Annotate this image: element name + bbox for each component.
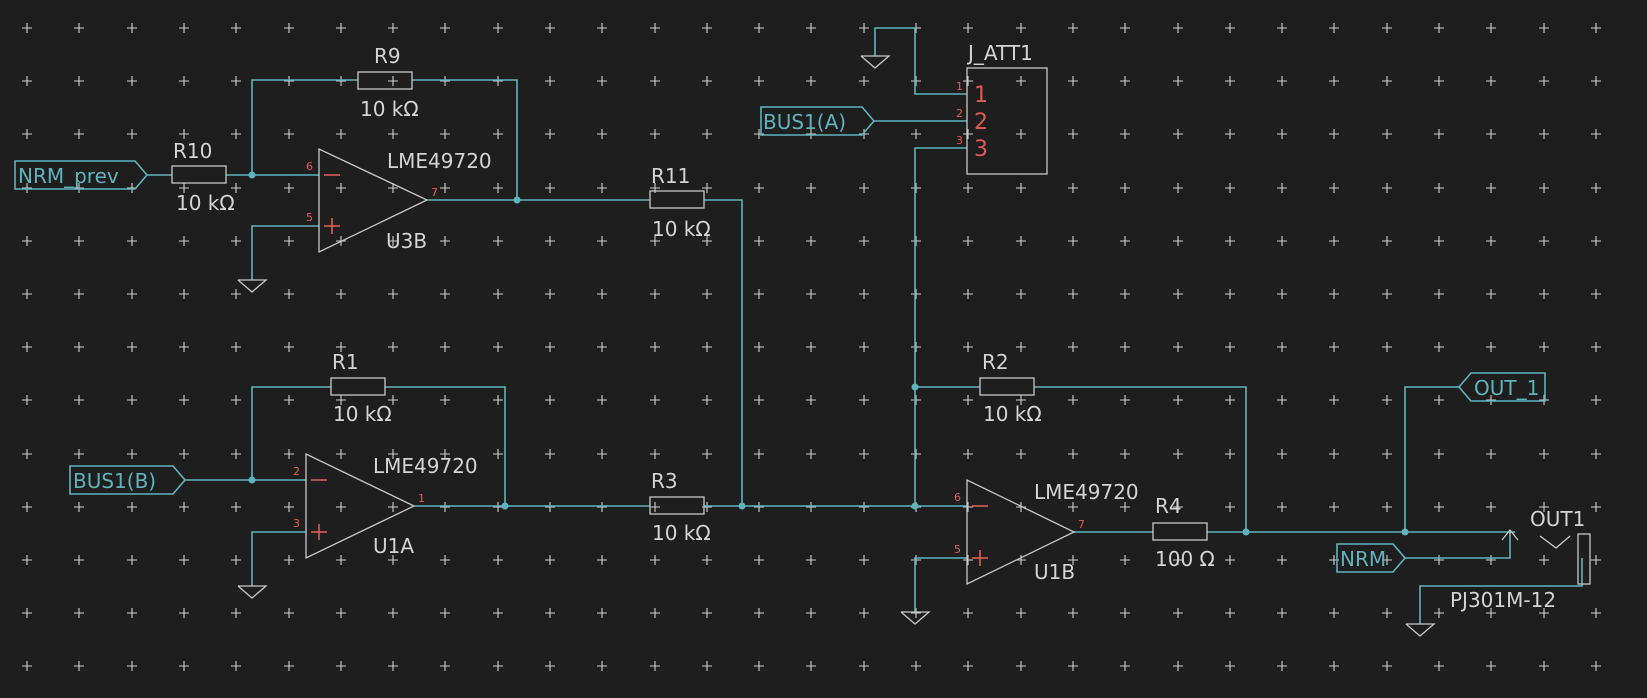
pin-number: 7 bbox=[431, 186, 438, 199]
ground-icon bbox=[237, 585, 268, 599]
junction bbox=[1401, 528, 1409, 536]
pin-name: 2 bbox=[974, 110, 988, 135]
pin-number: 1 bbox=[956, 80, 963, 93]
connector-j-att1[interactable]: J_ATT1 1 2 3 1 2 3 bbox=[956, 41, 1048, 175]
pin-number: 3 bbox=[293, 517, 300, 530]
resistor-value: 10 kΩ bbox=[652, 217, 711, 241]
jack-tip bbox=[1539, 535, 1571, 549]
svg-text:NRM_prev: NRM_prev bbox=[18, 164, 119, 188]
ground-icon bbox=[1405, 623, 1436, 637]
opamp-u3b[interactable]: 6 5 7 LME49720 U3B bbox=[306, 147, 492, 254]
resistor-value: 100 Ω bbox=[1155, 547, 1215, 571]
net-label-nrm-prev[interactable]: NRM_prev bbox=[14, 160, 149, 190]
pin-name: 3 bbox=[974, 137, 988, 162]
pin-number: 5 bbox=[954, 543, 961, 556]
resistor-value: 10 kΩ bbox=[983, 402, 1042, 426]
svg-text:BUS1(A): BUS1(A) bbox=[763, 110, 846, 134]
resistor-r4[interactable]: R4 100 Ω bbox=[1152, 494, 1215, 571]
resistor-r11[interactable]: R11 10 kΩ bbox=[649, 164, 711, 241]
jack-ref: OUT1 bbox=[1530, 507, 1585, 531]
pin-number: 6 bbox=[306, 160, 313, 173]
resistor-ref: R1 bbox=[332, 350, 359, 374]
junction bbox=[501, 502, 509, 510]
opamp-u1a[interactable]: 2 3 1 LME49720 U1A bbox=[293, 452, 478, 560]
junction bbox=[911, 383, 919, 391]
net-labels: NRM_prev BUS1(B) BUS1(A) OUT_1 NRM bbox=[14, 106, 1546, 573]
resistor-value: 10 kΩ bbox=[360, 97, 419, 121]
pin-number: 2 bbox=[293, 465, 300, 478]
connector-ref: J_ATT1 bbox=[966, 41, 1033, 65]
resistor-ref: R3 bbox=[651, 469, 678, 493]
resistor-ref: R11 bbox=[651, 164, 690, 188]
resistor-value: 10 kΩ bbox=[176, 191, 235, 215]
pin-number: 2 bbox=[956, 107, 963, 120]
resistor-r10[interactable]: R10 10 kΩ bbox=[171, 139, 235, 215]
net-label-nrm[interactable]: NRM bbox=[1336, 543, 1407, 573]
junction bbox=[513, 196, 521, 204]
resistor-value: 10 kΩ bbox=[652, 521, 711, 545]
grid-crosses bbox=[22, 23, 1601, 671]
svg-text:BUS1(B): BUS1(B) bbox=[73, 469, 156, 493]
ground-icon bbox=[237, 279, 268, 293]
svg-text:NRM: NRM bbox=[1340, 547, 1386, 571]
pin-number: 1 bbox=[418, 492, 425, 505]
resistor-ref: R2 bbox=[982, 350, 1009, 374]
resistor-r3[interactable]: R3 10 kΩ bbox=[649, 469, 711, 545]
opamp-u1b[interactable]: 6 5 7 LME49720 U1B bbox=[954, 478, 1139, 586]
pin-number: 5 bbox=[306, 211, 313, 224]
resistor-value: 10 kΩ bbox=[333, 402, 392, 426]
junction bbox=[248, 476, 256, 484]
junctions bbox=[248, 171, 1409, 536]
junction bbox=[738, 502, 746, 510]
junction bbox=[911, 502, 919, 510]
opamp-value: LME49720 bbox=[373, 454, 478, 478]
junction bbox=[1242, 528, 1250, 536]
pin-number: 6 bbox=[954, 491, 961, 504]
resistors: R9 10 kΩ R10 10 kΩ R11 10 kΩ R1 10 kΩ R3… bbox=[171, 44, 1215, 571]
resistor-r9[interactable]: R9 10 kΩ bbox=[357, 44, 419, 121]
pin-number: 7 bbox=[1078, 518, 1085, 531]
net-label-bus1-a[interactable]: BUS1(A) bbox=[760, 106, 876, 136]
ground-icon bbox=[900, 611, 931, 625]
opamp-ref: U3B bbox=[386, 229, 427, 253]
opamps: 6 5 7 LME49720 U3B 2 3 1 LME49720 U1A 6 … bbox=[293, 147, 1139, 586]
grid bbox=[22, 23, 1601, 671]
resistor-ref: R9 bbox=[374, 44, 401, 68]
net-label-bus1-b[interactable]: BUS1(B) bbox=[69, 465, 187, 495]
resistor-ref: R4 bbox=[1155, 494, 1182, 518]
opamp-ref: U1B bbox=[1034, 560, 1075, 584]
svg-text:OUT_1: OUT_1 bbox=[1474, 376, 1539, 400]
pin-name: 1 bbox=[974, 83, 988, 108]
resistor-ref: R10 bbox=[173, 139, 212, 163]
net-label-out-1[interactable]: OUT_1 bbox=[1457, 372, 1546, 402]
ground-symbols bbox=[237, 55, 1436, 637]
ground-icon bbox=[860, 55, 891, 69]
opamp-value: LME49720 bbox=[387, 149, 492, 173]
junction bbox=[248, 171, 256, 179]
opamp-value: LME49720 bbox=[1034, 480, 1139, 504]
resistor-r1[interactable]: R1 10 kΩ bbox=[330, 350, 392, 426]
jack-out1[interactable]: OUT1 PJ301M-12 bbox=[1450, 507, 1591, 612]
jack-value: PJ301M-12 bbox=[1450, 588, 1556, 612]
resistor-r2[interactable]: R2 10 kΩ bbox=[979, 350, 1042, 426]
pin-number: 3 bbox=[956, 134, 963, 147]
opamp-ref: U1A bbox=[373, 534, 414, 558]
